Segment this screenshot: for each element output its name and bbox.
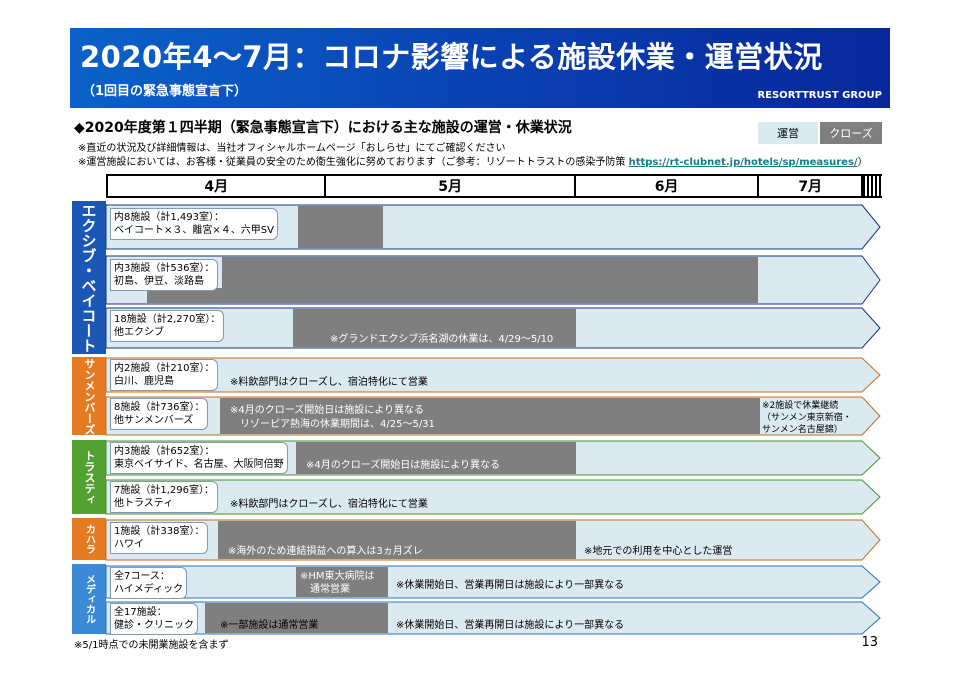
closed-sun-2 [220,398,760,434]
closed-exiv-3 [293,309,576,347]
category-sunmembers: サンメンバーズ [72,357,106,435]
row-label-sun-1: 内2施設（計210室）： 白川、鹿児島 [110,359,219,391]
label-line: 内3施設（計536室）： [114,263,215,274]
page-number: 13 [861,635,878,650]
note-tra-2: ※料飲部門はクローズし、宿泊特化にて営業 [230,499,428,510]
category-exiv-baycourt: エクシブ・ベイコート [72,201,106,354]
month-july: 7月 [759,176,864,196]
label-line: 他エクシブ [114,327,164,338]
page-title: 2020年4～7月：コロナ影響による施設休業・運営状況 [80,40,823,74]
note-line-1: ※直近の状況及び詳細情報は、当社オフィシャルホームページ「おしらせ」にてご確認く… [78,143,506,154]
note-line: 通常営業 [310,584,350,595]
label-line: 内3施設（計652室）： [114,446,215,457]
measures-link[interactable]: https://rt-clubnet.jp/hotels/sp/measures… [628,157,858,168]
arrow-tra-2 [105,479,881,515]
brand-name: RESORTTRUST GROUP [757,90,882,101]
category-kahala: カハラ [72,518,106,560]
month-april: 4月 [108,176,327,196]
header-banner [70,28,890,108]
note-line-2-text: ※運営施設においては、お客様・従業員の安全のため衛生強化に努めております（ご参考… [78,157,626,168]
note-med-2-mid: ※一部施設は通常営業 [220,620,319,631]
note-med-1: ※休業開始日、営業再開日は施設により一部異なる [396,580,625,591]
month-header: 4月 5月 6月 7月 [106,174,883,198]
label-line: 内2施設（計210室）： [114,363,215,374]
note-tra-1: ※4月のクローズ開始日は施設により異なる [306,460,501,471]
month-june: 6月 [576,176,760,196]
month-end-marker [863,176,883,196]
row-label-med-2: 全17施設： 健診・クリニック [110,603,198,635]
note-kah-1: ※海外のため連結損益への算入は3ヵ月ズレ [228,546,423,557]
closed-kah-1 [218,521,576,559]
label-line: ハイメディック [114,584,184,595]
label-line: 18施設（計2,270室）： [114,314,221,325]
note-line: サンメン名古屋錦） [762,425,843,435]
closed-exiv-2b [147,288,227,303]
note-sun-1: ※料飲部門はクローズし、宿泊特化にて営業 [230,377,428,388]
closed-med-2 [205,603,388,633]
arrow-sun-1 [105,357,881,393]
note-kah-1-right: ※地元での利用を中心とした運営 [584,546,733,557]
legend-closed: クローズ [820,122,882,144]
label-line: 全7コース： [114,571,170,582]
note-line-2-end: ） [857,157,868,168]
note-exiv-3: ※グランドエクシブ浜名湖の休業は、4/29～5/10 [330,334,554,345]
label-line: ハワイ [114,539,144,550]
note-sun-2-right: ※2施設で休業継続 （サンメン東京新宿・サンメン名古屋錦） [762,400,852,436]
note-sun-2-a: ※4月のクローズ開始日は施設により異なる [230,405,425,416]
closed-tra-1 [296,442,576,474]
label-line: 白川、鹿児島 [114,376,174,387]
label-line: 他トラスティ [114,498,174,509]
category-medical: メディカル [72,564,106,634]
category-trusty: トラスティ [72,440,106,514]
closed-exiv-1 [298,206,383,248]
label-line: 8施設（計736室）： [114,402,205,413]
closed-exiv-2a [222,257,758,303]
footnote: ※5/1時点での未開業施設を含まず [74,640,229,651]
note-line: ※2施設で休業継続 [762,401,839,411]
label-line: 7施設（計1,296室）： [114,485,214,496]
label-line: 東京ベイサイド、名古屋、大阪阿倍野 [114,459,284,470]
closed-med-1 [296,567,388,597]
month-may: 5月 [326,176,576,196]
label-line: 健診・クリニック [114,620,194,631]
label-line: 他サンメンバーズ [114,415,194,426]
row-label-sun-2: 8施設（計736室）： 他サンメンバーズ [110,398,209,430]
row-label-exiv-1: 内8施設（計1,493室）： ベイコート×３、離宮×４、六甲SV [110,208,278,240]
row-label-tra-1: 内3施設（計652室）： 東京ベイサイド、名古屋、大阪阿倍野 [110,442,288,474]
label-line: ベイコート×３、離宮×４、六甲SV [114,225,274,236]
row-label-exiv-2: 内3施設（計536室）： 初島、伊豆、淡路島 [110,259,219,291]
label-line: 1施設（計338室）： [114,526,205,537]
section-heading: ◆2020年度第１四半期（緊急事態宣言下）における主な施設の運営・休業状況 [74,120,572,136]
row-label-med-1: 全7コース： ハイメディック [110,567,188,599]
note-sun-2-b: リゾーピア熱海の休業期間は、4/25～5/31 [240,419,435,430]
row-label-tra-2: 7施設（計1,296室）： 他トラスティ [110,481,218,513]
note-med-1-mid: ※HM東大病院は通常営業 [300,570,375,596]
page-subtitle: （1回目の緊急事態宣言下） [82,84,248,99]
legend-operating: 運営 [758,122,818,144]
row-label-exiv-3: 18施設（計2,270室）： 他エクシブ [110,310,225,342]
note-line: （サンメン東京新宿・ [762,413,852,423]
label-line: 内8施設（計1,493室）： [114,212,224,223]
note-line-2: ※運営施設においては、お客様・従業員の安全のため衛生強化に努めております（ご参考… [78,153,868,168]
note-med-2: ※休業開始日、営業再開日は施設により一部異なる [396,620,625,631]
label-line: 初島、伊豆、淡路島 [114,276,204,287]
row-label-kah-1: 1施設（計338室）： ハワイ [110,522,209,554]
label-line: 全17施設： [114,607,167,618]
note-line: ※HM東大病院は [300,571,375,582]
